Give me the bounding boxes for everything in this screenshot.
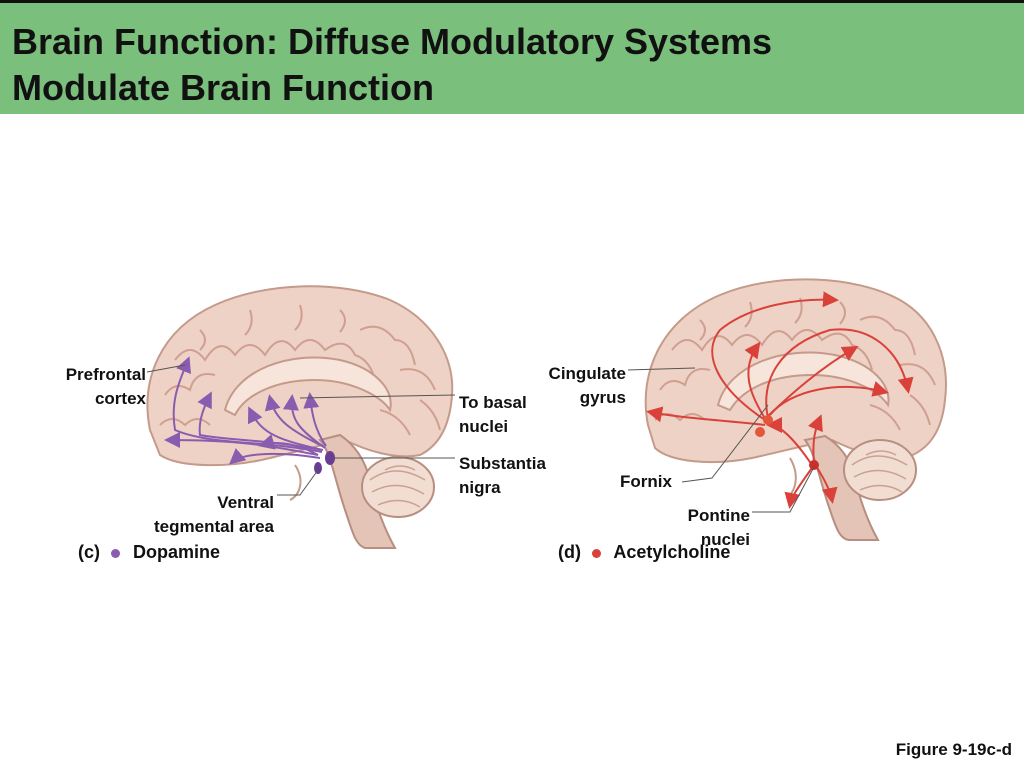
slide-title-line-1: Brain Function: Diffuse Modulatory Syste… — [12, 21, 773, 62]
leader-ventral — [277, 469, 319, 496]
brain-c-illustration — [146, 285, 454, 549]
brain-d-illustration — [644, 278, 947, 541]
septal-marker — [755, 427, 765, 437]
ventral-label-line-1: Ventral — [217, 493, 274, 512]
pontine-nuclei-label: Pontine nuclei — [660, 504, 750, 552]
pontine-nuclei-marker — [809, 460, 819, 470]
ventral-label-line-2: tegmental area — [154, 517, 274, 536]
acetylcholine-legend-dot — [592, 548, 601, 558]
leader-cingulate — [627, 367, 696, 371]
leader-basal — [299, 394, 456, 399]
basal-label-line-1: To basal — [459, 393, 527, 412]
dopamine-arrow — [303, 392, 327, 447]
substantia-nigra-label: Substantia nigra — [459, 452, 546, 500]
dopamine-arrow — [172, 356, 323, 453]
pontine-label-line-1: Pontine — [687, 506, 750, 525]
fornix-label: Fornix — [620, 472, 672, 491]
dopamine-pathways — [164, 356, 327, 465]
leader-fornix — [681, 404, 769, 483]
figure-number: Figure 9-19c-d — [895, 740, 1012, 759]
slide-title-line-2: Modulate Brain Function — [12, 67, 434, 108]
brain-c-gyri — [159, 304, 441, 436]
cingulate-label-line-2: gyrus — [579, 388, 626, 407]
prefrontal-label-line-2: cortex — [94, 389, 146, 408]
acetylcholine-pathways — [646, 291, 914, 509]
title-bar: Brain Function: Diffuse Modulatory Syste… — [0, 0, 1024, 114]
panel-c-caption: (c) Dopamine — [78, 542, 220, 563]
acetylcholine-arrow — [711, 291, 839, 421]
acetylcholine-arrow — [744, 341, 767, 421]
panel-d-neurotransmitter: Acetylcholine — [613, 542, 731, 562]
acetylcholine-arrow — [808, 414, 823, 465]
panel-c-leader-lines — [146, 364, 456, 496]
prefrontal-label-line-1: Prefrontal — [65, 365, 146, 384]
cingulate-gyrus-label: Cingulate gyrus — [520, 362, 626, 410]
dopamine-arrow — [164, 432, 319, 456]
acetylcholine-arrow — [765, 328, 914, 419]
acetylcholine-arrow — [646, 406, 766, 426]
panel-d-caption: (d) Acetylcholine — [558, 542, 730, 563]
dopamine-arrow — [197, 391, 323, 451]
brain-c-cerebellum — [361, 456, 435, 518]
ventral-tegmental-marker — [314, 462, 322, 474]
basal-label-line-2: nuclei — [459, 417, 509, 436]
to-basal-nuclei-label: To basal nuclei — [459, 391, 527, 439]
brain-d-corpus-callosum — [716, 351, 890, 412]
pontine-label-line-2: nuclei — [700, 530, 750, 549]
acetylcholine-arrow — [766, 417, 813, 466]
panel-c-neurotransmitter: Dopamine — [133, 542, 221, 562]
substantia-label-line-2: nigra — [459, 478, 501, 497]
acetylcholine-arrow — [815, 465, 838, 504]
leader-pontine — [752, 466, 815, 513]
substantia-label-line-1: Substantia — [459, 454, 546, 473]
acetylcholine-arrow — [784, 464, 815, 509]
basal-forebrain-marker — [763, 415, 773, 425]
cingulate-label-line-1: Cingulate — [548, 364, 626, 383]
substantia-nigra-marker — [325, 451, 335, 465]
leader-prefrontal — [146, 364, 186, 373]
brain-c-corpus-callosum — [223, 356, 392, 417]
ventral-tegmental-label: Ventral tegmental area — [110, 491, 274, 539]
panel-d-letter: (d) — [558, 542, 581, 562]
dopamine-arrow — [247, 406, 324, 451]
panel-d-leader-lines — [627, 367, 815, 513]
acetylcholine-arrow — [767, 346, 859, 417]
brain-d-gyri — [654, 297, 936, 431]
dopamine-arrow — [264, 394, 325, 448]
prefrontal-cortex-label: Prefrontal cortex — [40, 363, 146, 411]
dopamine-legend-dot — [111, 548, 121, 558]
dopamine-arrow — [228, 448, 321, 465]
panel-c-letter: (c) — [78, 542, 100, 562]
brain-c-brainstem — [318, 433, 397, 549]
